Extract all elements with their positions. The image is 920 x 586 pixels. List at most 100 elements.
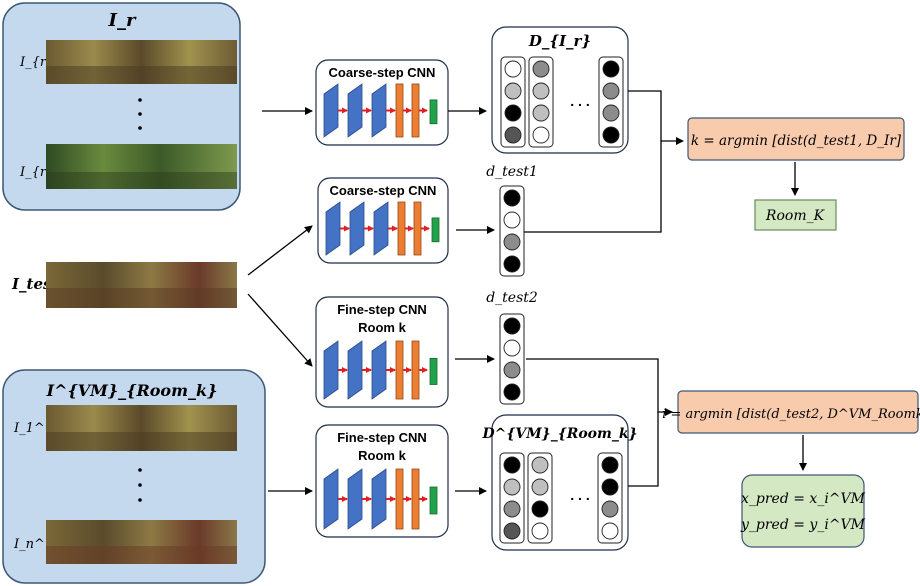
cnn-block-title: Fine-step CNN	[337, 430, 427, 445]
conv-layer	[325, 201, 341, 256]
fine-equation-box	[677, 390, 919, 434]
descriptor-vector	[499, 452, 525, 544]
fc-layer	[411, 340, 420, 400]
conv-layer	[347, 340, 363, 400]
descriptor-element	[601, 478, 619, 496]
ellipsis-dot	[138, 112, 142, 116]
fc-layer	[395, 468, 404, 530]
d-test1-label: d_test1	[486, 164, 538, 180]
descriptor-frame	[527, 452, 553, 544]
conv-layer	[347, 468, 363, 530]
ellipsis-dot	[138, 498, 142, 502]
arrow-test-to-cnn3	[247, 293, 313, 367]
vm-image-first-floor	[46, 432, 237, 451]
arrow-dtest1-to-eq	[524, 141, 662, 233]
descriptor-element	[602, 60, 620, 78]
reference-images-panel: I_r I_{r_1} I_{r_M}	[2, 2, 241, 211]
ellipsis-dot	[138, 483, 142, 487]
fine-result-x: x_pred = x_i^VM	[741, 491, 866, 507]
ellipsis-dot	[138, 98, 142, 102]
descriptor-frame	[499, 452, 525, 544]
descriptor-vector	[597, 452, 623, 544]
coarse-result-text: Room_K	[765, 208, 826, 224]
descriptor-element	[504, 126, 522, 144]
output-layer	[429, 357, 438, 385]
descriptor-element	[532, 126, 550, 144]
conv-layer	[347, 83, 363, 138]
descriptor-vector	[499, 313, 525, 405]
descriptor-vector	[527, 452, 553, 544]
fc-layer	[397, 201, 406, 256]
reference-panel-title: I_r	[108, 10, 137, 31]
d-ir-ellipsis: . . .	[570, 93, 589, 109]
descriptor-vector	[499, 185, 525, 277]
descriptor-frame	[500, 56, 526, 148]
conv-layer	[373, 201, 389, 256]
fine-result-box	[741, 474, 865, 548]
cnn-block-subtitle: Room k	[358, 320, 406, 335]
coarse-equation-group: k = argmin [dist(d_test1, D_Ir] Room_K	[687, 117, 905, 231]
output-layer	[429, 99, 438, 125]
conv-layer	[323, 468, 339, 530]
cnn-block-title: Coarse-step CNN	[329, 65, 436, 80]
fine-equation-group: i = argmin [dist(d_test2, D^VM_Roomk)] x…	[662, 390, 920, 548]
descriptor-element	[503, 383, 521, 401]
descriptor-element	[602, 126, 620, 144]
cnn-block: Coarse-step CNN	[317, 177, 449, 264]
coarse-result-box	[754, 199, 837, 231]
descriptor-element	[602, 82, 620, 100]
descriptor-vector	[598, 56, 624, 148]
cnn-block: Fine-step CNN Room k	[315, 424, 449, 538]
descriptor-element	[531, 522, 549, 540]
arrow-dir-to-eq	[628, 90, 684, 145]
fc-layer	[411, 83, 420, 138]
output-layer	[431, 217, 440, 243]
descriptor-element	[504, 104, 522, 122]
fc-layer	[411, 468, 420, 530]
arrow-test-to-cnn2	[247, 225, 313, 276]
d-test2-label: d_test2	[486, 290, 538, 306]
arrow-dtest2-to-eq	[526, 358, 673, 416]
descriptor-element	[531, 456, 549, 474]
d-vm-ellipsis: . . .	[570, 487, 589, 503]
descriptor-element	[602, 104, 620, 122]
test-image-floor	[46, 288, 237, 308]
descriptor-frame	[598, 56, 624, 148]
cnn-block-subtitle: Room k	[358, 448, 406, 463]
descriptor-element	[503, 361, 521, 379]
descriptor-element	[503, 478, 521, 496]
coarse-equation-text: k = argmin [dist(d_test1, D_Ir]	[691, 133, 902, 149]
descriptor-element	[531, 478, 549, 496]
descriptor-element	[503, 211, 521, 229]
vm-image-last-floor	[46, 546, 237, 564]
fine-equation-text: i = argmin [dist(d_test2, D^VM_Roomk)]	[662, 407, 920, 422]
fine-result-y: y_pred = y_i^VM	[740, 517, 866, 533]
descriptor-element	[503, 500, 521, 518]
descriptor-frame	[499, 185, 525, 277]
descriptor-vector	[528, 56, 554, 148]
test-image-group: I_test	[11, 262, 237, 308]
conv-layer	[323, 83, 339, 138]
descriptor-element	[504, 60, 522, 78]
descriptor-element	[503, 522, 521, 540]
coarse-equation-box	[687, 117, 905, 161]
descriptor-element	[531, 500, 549, 518]
descriptor-element	[532, 82, 550, 100]
descriptor-element	[503, 255, 521, 273]
arrow-dvm-to-eq	[628, 412, 659, 487]
fc-layer	[395, 83, 404, 138]
cnn-block: Coarse-step CNN	[315, 59, 449, 146]
d-ir-box	[491, 26, 629, 154]
descriptor-element	[532, 104, 550, 122]
conv-layer	[371, 83, 387, 138]
conv-layer	[323, 340, 339, 400]
reference-image-last-floor	[46, 172, 237, 189]
ellipsis-dot	[138, 468, 142, 472]
descriptor-element	[532, 60, 550, 78]
ellipsis-dot	[138, 126, 142, 130]
cnn-block-title: Fine-step CNN	[337, 302, 427, 317]
descriptor-element	[503, 317, 521, 335]
fc-layer	[413, 201, 422, 256]
vm-panel-title: I^{VM}_{Room_k}	[46, 381, 218, 400]
d-vm-box	[491, 414, 629, 551]
